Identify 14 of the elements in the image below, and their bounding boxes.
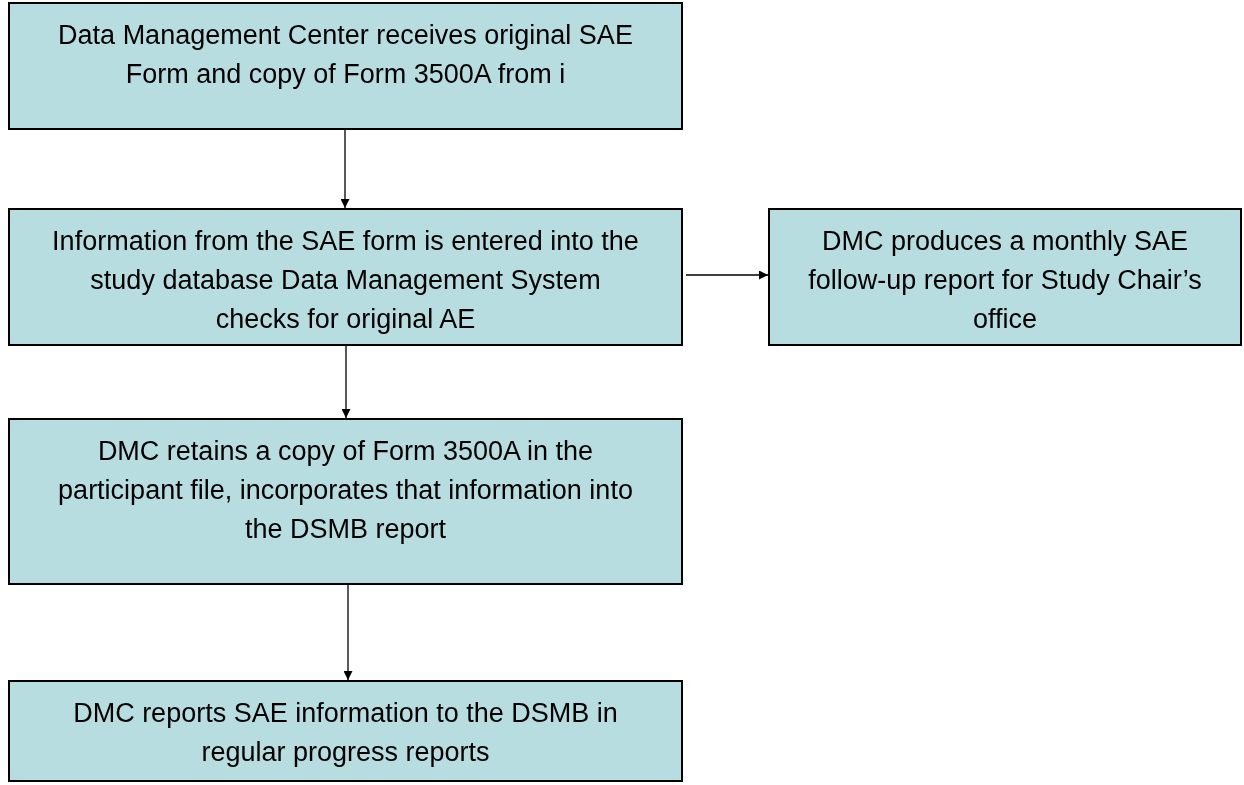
arrow [341,345,351,419]
process-box [8,418,683,585]
arrow [340,129,350,209]
process-box [8,680,683,782]
box-text: Data Management Center receives original SAE Form and copy of Form 3500A from i [57,19,634,91]
arrow [343,584,353,681]
box-text: Information from the SAE form is entered into the study database Data Management System checks for original AE [51,225,640,336]
box-text: DMC reports SAE information to the DSMB in regular progress reports [72,697,619,769]
process-box [8,2,683,130]
arrow [685,270,769,280]
process-box [768,208,1242,346]
box-text: DMC produces a monthly SAE follow-up report for Study Chair’s office [807,225,1203,336]
box-text: DMC retains a copy of Form 3500A in the participant file, incorporates that information into the DSMB report [57,435,634,546]
process-box [8,208,683,346]
